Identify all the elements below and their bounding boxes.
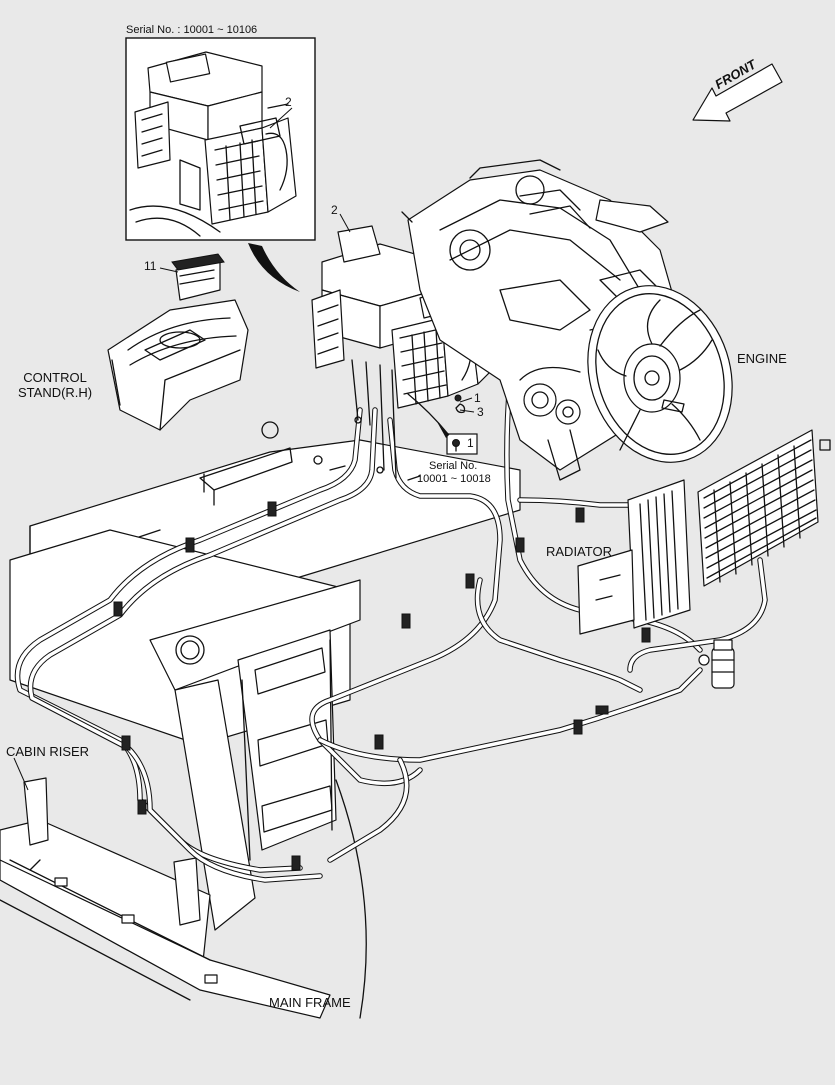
serial-note-line1: Serial No. bbox=[429, 460, 478, 472]
serial-box-part-1 bbox=[407, 393, 478, 455]
step-ladder bbox=[237, 629, 337, 861]
control-stand bbox=[107, 253, 249, 431]
callout-2: 2 bbox=[331, 203, 338, 217]
engine-fan bbox=[587, 285, 733, 463]
front-arrow bbox=[692, 63, 783, 122]
engine-label: ENGINE bbox=[737, 351, 787, 366]
inset-serial-label: Serial No. : 10001 ~ 10106 bbox=[126, 24, 258, 36]
serial-note-line2: 10001 ~ 10018 bbox=[417, 473, 491, 485]
receiver-drier bbox=[698, 639, 735, 689]
serial-box-callout-1: 1 bbox=[467, 436, 474, 450]
inset-leader-arrow bbox=[248, 243, 300, 292]
radiator-label: RADIATOR bbox=[546, 544, 612, 559]
callout-3: 3 bbox=[477, 405, 484, 419]
main-frame-label: MAIN FRAME bbox=[269, 995, 351, 1010]
callout-11: 11 bbox=[144, 259, 157, 273]
radiator bbox=[577, 479, 691, 635]
condenser bbox=[697, 429, 831, 587]
inset-detail-view bbox=[125, 37, 316, 241]
callout-1: 1 bbox=[474, 391, 481, 405]
control-stand-label: CONTROL STAND(R.H) bbox=[18, 370, 93, 400]
inset-callout-2: 2 bbox=[285, 95, 292, 109]
cabin-riser-label: CABIN RISER bbox=[6, 744, 90, 759]
